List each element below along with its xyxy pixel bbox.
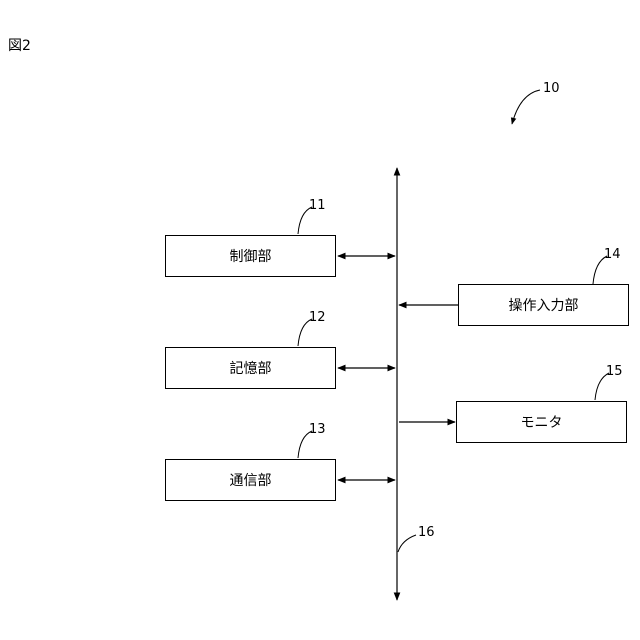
ref-16: 16 (418, 525, 435, 540)
storage-unit-label: 記憶部 (230, 358, 272, 378)
control-unit-box: 制御部 (165, 235, 336, 277)
monitor-label: モニタ (521, 412, 563, 432)
communication-unit-box: 通信部 (165, 459, 336, 501)
ref-14: 14 (604, 247, 621, 262)
control-unit-label: 制御部 (230, 246, 272, 266)
ref-12: 12 (309, 310, 326, 325)
operation-input-unit-label: 操作入力部 (509, 295, 579, 315)
ref-13: 13 (309, 422, 326, 437)
ref-10: 10 (543, 81, 560, 96)
storage-unit-box: 記憶部 (165, 347, 336, 389)
operation-input-unit-box: 操作入力部 (458, 284, 629, 326)
ref-15: 15 (606, 364, 623, 379)
communication-unit-label: 通信部 (230, 470, 272, 490)
leader-10 (512, 90, 540, 124)
monitor-box: モニタ (456, 401, 627, 443)
ref-11: 11 (309, 198, 326, 213)
leader-16 (398, 535, 416, 552)
